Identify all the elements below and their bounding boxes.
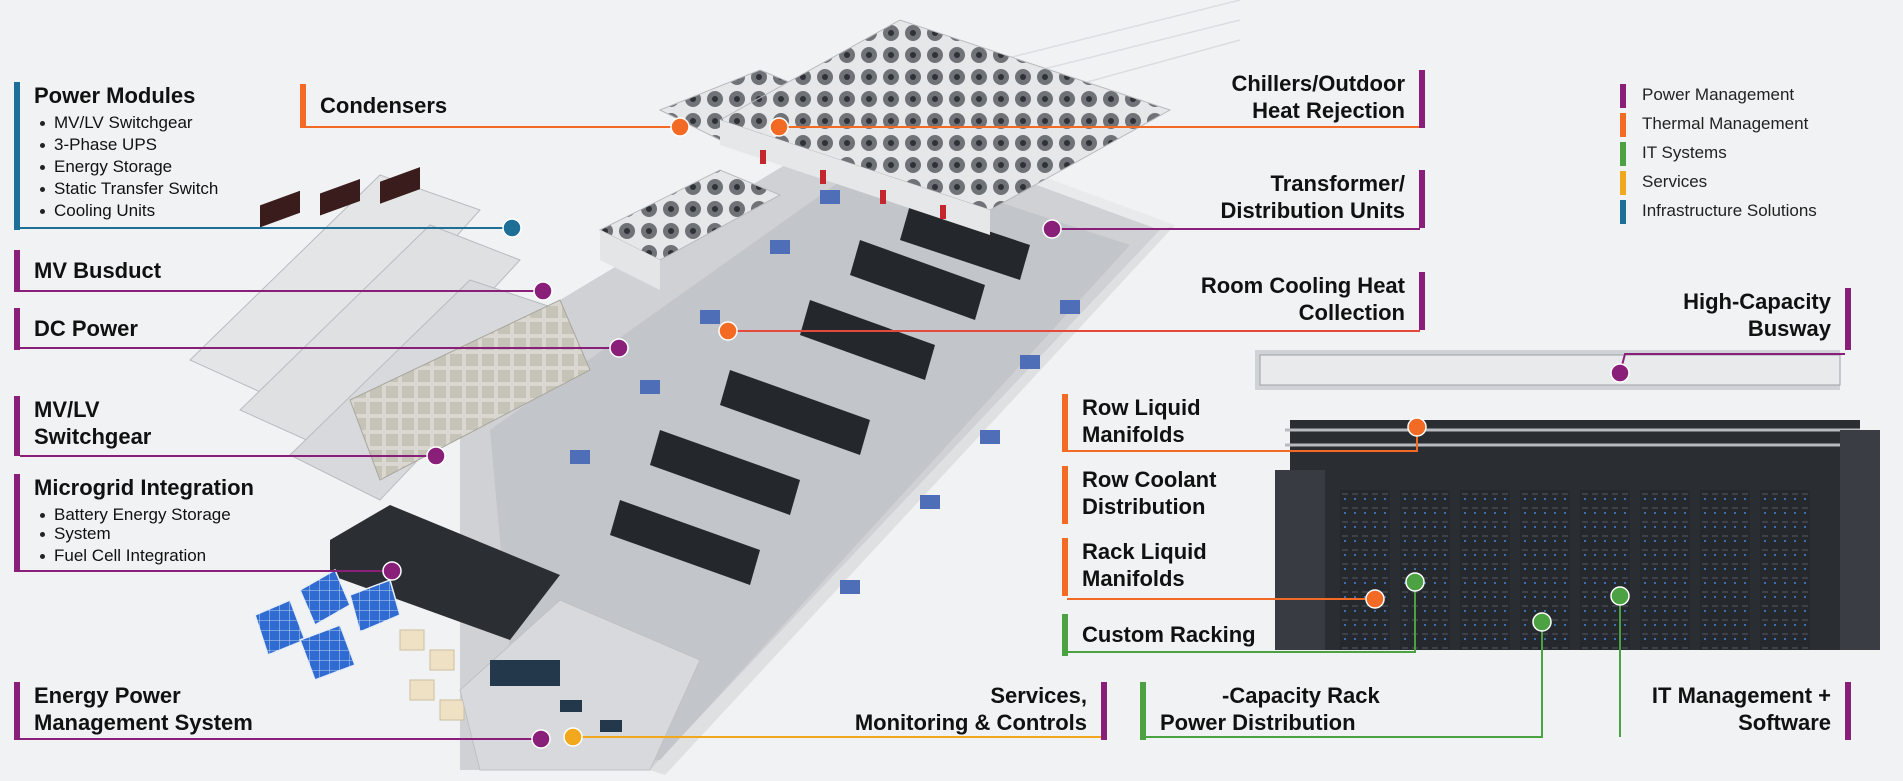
callout-title-line: Distribution xyxy=(1082,494,1206,519)
callout-title: Condensers xyxy=(320,93,448,118)
callout-title-line: Heat Rejection xyxy=(1252,98,1405,123)
callout-power-modules: Power Modules MV/LV Switchgear 3-Phase U… xyxy=(14,82,218,230)
callout-title-line: Chillers/Outdoor xyxy=(1231,71,1405,96)
list-item: Cooling Units xyxy=(38,200,218,222)
hall-rack-rows xyxy=(610,205,1030,585)
list-item: MV/LV Switchgear xyxy=(38,112,218,134)
callout-title-line: Manifolds xyxy=(1082,422,1185,447)
callout-chillers: Chillers/Outdoor Heat Rejection xyxy=(1231,70,1425,128)
legend-item-services: Services xyxy=(1620,171,1817,200)
callout-rack-power-distribution: -Capacity Rack Power Distribution xyxy=(1140,682,1380,740)
control-room xyxy=(459,599,701,771)
callout-title-line: Monitoring & Controls xyxy=(854,710,1087,735)
callout-row-coolant-distribution: Row Coolant Distribution xyxy=(1062,466,1216,524)
legend-label: IT Systems xyxy=(1642,143,1727,162)
callout-title: MV Busduct xyxy=(34,258,162,283)
legend-label: Power Management xyxy=(1642,85,1795,104)
callout-title: Power Modules xyxy=(34,83,196,108)
solar-panels xyxy=(254,568,401,681)
callout-title-line: Collection xyxy=(1298,300,1405,325)
callout-title-line: Power Distribution xyxy=(1160,710,1356,735)
callout-title-line: IT Management + xyxy=(1651,683,1831,708)
callout-title-line: Services, xyxy=(990,683,1087,708)
callout-title-line: Switchgear xyxy=(34,424,152,449)
legend-label: Infrastructure Solutions xyxy=(1642,201,1817,220)
callout-transformer: Transformer/ Distribution Units xyxy=(1220,170,1425,228)
callout-title-line: High-Capacity xyxy=(1683,289,1831,314)
microgrid-list: Battery Energy Storage System Fuel Cell … xyxy=(34,504,254,567)
legend-swatch xyxy=(1620,171,1626,195)
callout-title-line: Management System xyxy=(34,710,253,735)
callout-title-line: MV/LV xyxy=(34,397,100,422)
list-item: Fuel Cell Integration xyxy=(38,545,254,567)
callout-services-monitoring: Services, Monitoring & Controls xyxy=(855,682,1107,740)
callout-microgrid-integration: Microgrid Integration Battery Energy Sto… xyxy=(14,474,254,572)
power-modules-list: MV/LV Switchgear 3-Phase UPS Energy Stor… xyxy=(34,112,218,222)
callout-energy-power-management: Energy Power Management System xyxy=(14,682,253,740)
callout-title: DC Power xyxy=(34,316,138,341)
switchgear-block xyxy=(349,299,591,481)
liquid-cooled-rack-row xyxy=(1255,350,1880,650)
callout-title: Custom Racking xyxy=(1082,622,1256,647)
callout-title-line: Transformer/ xyxy=(1270,171,1406,196)
callout-title: Microgrid Integration xyxy=(34,475,254,500)
callout-title-line: Manifolds xyxy=(1082,566,1185,591)
callout-row-liquid-manifolds: Row Liquid Manifolds xyxy=(1062,394,1201,452)
callout-rack-liquid-manifolds: Rack Liquid Manifolds xyxy=(1062,538,1207,596)
callout-title-line: Row Liquid xyxy=(1082,395,1201,420)
callout-title-line: Row Coolant xyxy=(1082,467,1217,492)
list-item: Energy Storage xyxy=(38,156,218,178)
callout-title-line: Energy Power xyxy=(34,683,181,708)
callout-title-line: Room Cooling Heat xyxy=(1200,273,1405,298)
legend-label: Services xyxy=(1642,172,1708,191)
battery-storage xyxy=(330,505,560,640)
callout-title-line: Busway xyxy=(1747,316,1831,341)
callout-high-capacity-busway: High-Capacity Busway xyxy=(1683,288,1851,350)
legend-item-infrastructure-solutions: Infrastructure Solutions xyxy=(1620,200,1817,229)
callout-custom-racking: Custom Racking xyxy=(1062,614,1256,656)
legend-swatch xyxy=(1620,113,1626,137)
callout-mv-lv-switchgear: MV/LV Switchgear xyxy=(14,396,151,456)
callout-condensers: Condensers xyxy=(300,84,447,128)
legend-swatch xyxy=(1620,142,1626,166)
list-item: 3-Phase UPS xyxy=(38,134,218,156)
list-item: Static Transfer Switch xyxy=(38,178,218,200)
chiller-units xyxy=(718,19,1172,235)
legend-item-power-management: Power Management xyxy=(1620,84,1817,113)
callout-dc-power: DC Power xyxy=(14,308,138,350)
callout-title-line: Distribution Units xyxy=(1220,198,1405,223)
legend-swatch xyxy=(1620,200,1626,224)
callout-room-cooling: Room Cooling Heat Collection xyxy=(1201,272,1425,330)
legend-item-it-systems: IT Systems xyxy=(1620,142,1817,171)
list-item-continued: System xyxy=(38,523,254,545)
callout-mv-busduct: MV Busduct xyxy=(14,250,161,292)
legend-label: Thermal Management xyxy=(1642,114,1809,133)
callout-title-line: -Capacity Rack xyxy=(1222,683,1380,708)
legend-swatch xyxy=(1620,84,1626,108)
callout-title-line: Software xyxy=(1738,710,1831,735)
legend: Power Management Thermal Management IT S… xyxy=(1620,84,1817,229)
legend-item-thermal-management: Thermal Management xyxy=(1620,113,1817,142)
callout-title-line: Rack Liquid xyxy=(1082,539,1207,564)
list-item: Battery Energy Storage xyxy=(38,504,254,526)
callout-it-management: IT Management + Software xyxy=(1652,682,1851,740)
